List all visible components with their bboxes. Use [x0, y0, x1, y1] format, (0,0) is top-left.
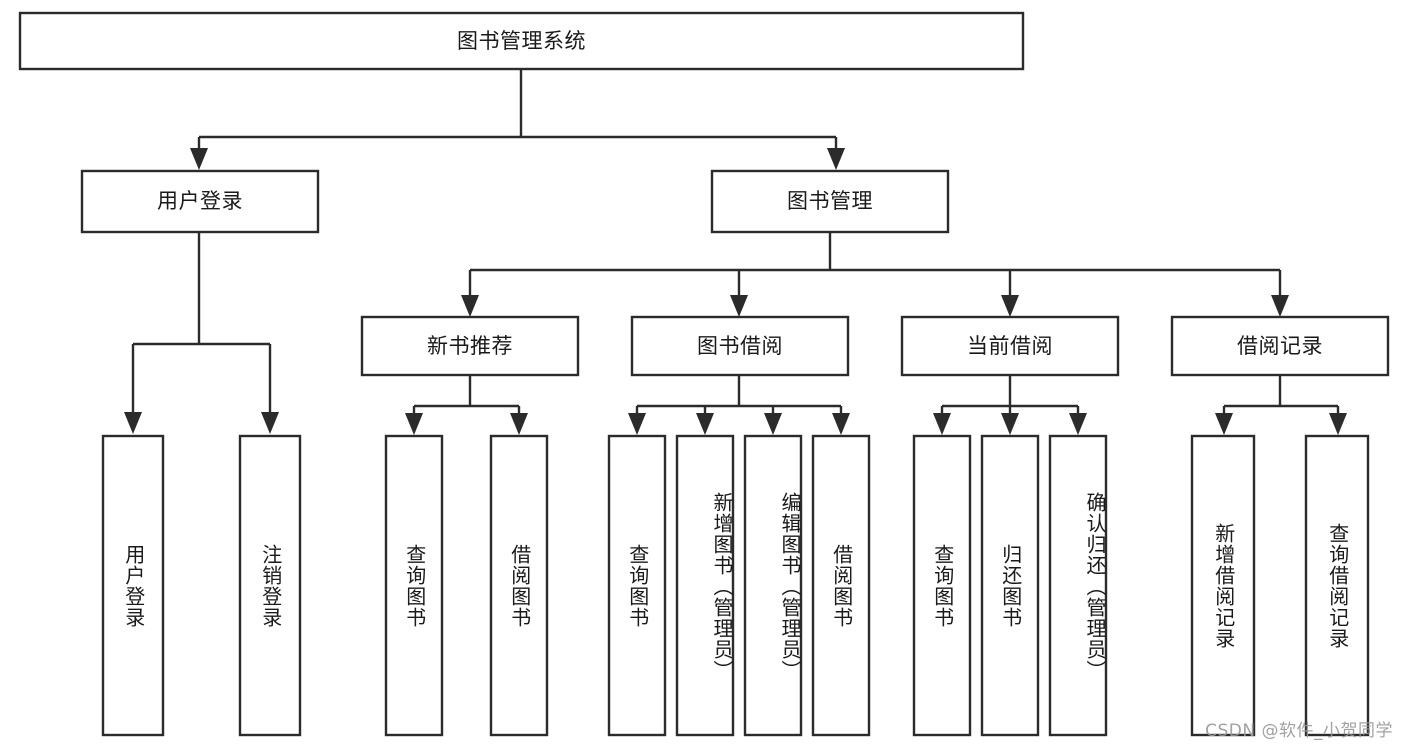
node-user-login-box[interactable] — [80, 169, 320, 234]
connector-bookborrow-to-leaves — [628, 375, 850, 435]
connector-root-to-level2 — [190, 69, 845, 170]
node-book-borrow-box[interactable] — [630, 315, 850, 377]
leaf-box-book-borrow-3[interactable] — [811, 434, 871, 737]
leaf-box-current-borrow-0[interactable] — [912, 434, 972, 737]
connector-borrowrecord-to-leaves — [1215, 375, 1347, 435]
connector-userlogin-to-leaves — [124, 232, 279, 434]
node-root-box[interactable] — [18, 11, 1025, 71]
leaf-box-book-borrow-0[interactable] — [607, 434, 667, 737]
connector-newbook-to-leaves — [405, 375, 528, 435]
leaf-box-user-login-0[interactable] — [101, 434, 165, 737]
leaf-box-current-borrow-1[interactable] — [980, 434, 1040, 737]
leaf-box-new-book-1[interactable] — [489, 434, 549, 737]
leaf-box-user-login-1[interactable] — [238, 434, 302, 737]
connector-bookmgmt-to-level3 — [461, 232, 1289, 317]
leaf-box-book-borrow-2[interactable] — [743, 434, 803, 737]
node-current-borrow-box[interactable] — [900, 315, 1120, 377]
node-borrow-record-box[interactable] — [1170, 315, 1390, 377]
leaf-box-borrow-record-0[interactable] — [1190, 434, 1256, 737]
leaf-box-book-borrow-1[interactable] — [675, 434, 735, 737]
leaf-box-borrow-record-1[interactable] — [1304, 434, 1370, 737]
watermark-text: CSDN @软件_小贺同学 — [1205, 721, 1393, 741]
node-book-management-box[interactable] — [710, 169, 950, 234]
node-new-book-recommend-box[interactable] — [360, 315, 580, 377]
leaf-box-new-book-0[interactable] — [384, 434, 444, 737]
leaf-box-current-borrow-2[interactable] — [1048, 434, 1108, 737]
connector-currentborrow-to-leaves — [933, 375, 1087, 435]
